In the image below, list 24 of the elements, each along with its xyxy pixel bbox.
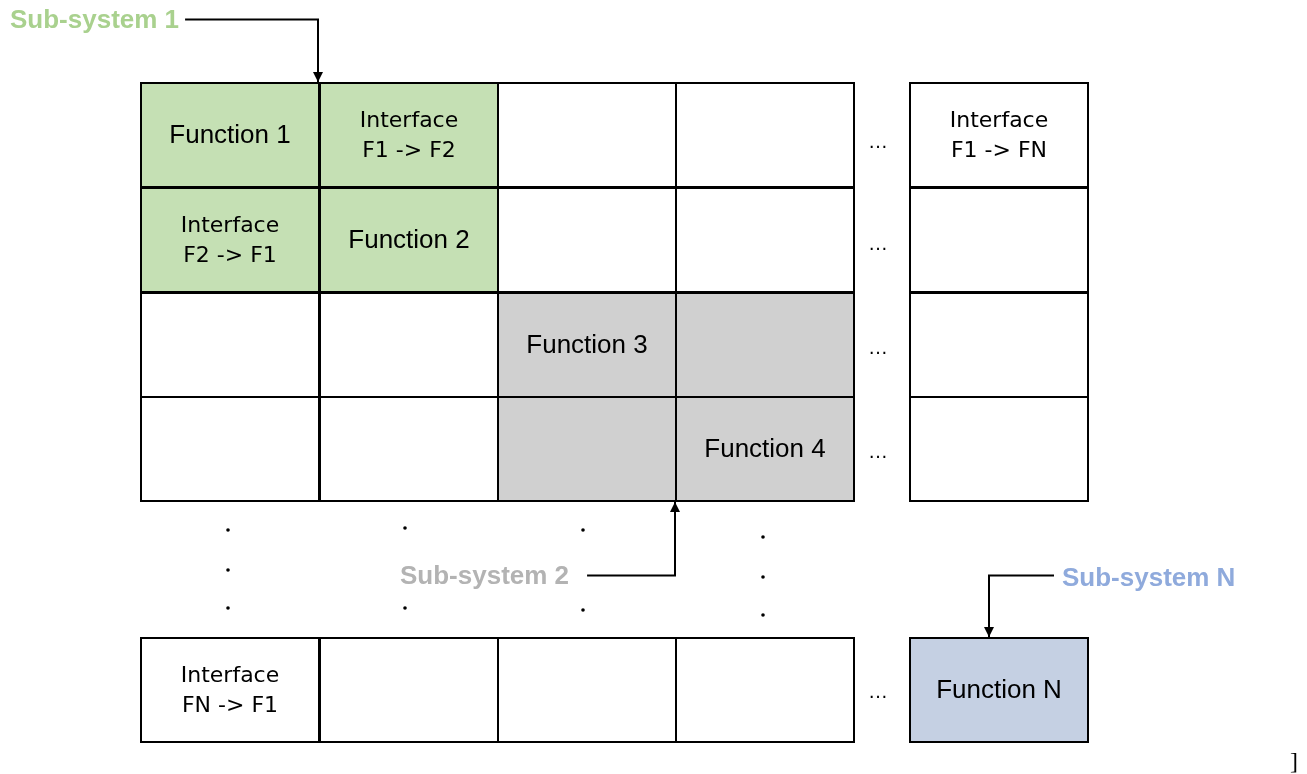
subsystem-label: Sub-system 1	[10, 4, 180, 35]
function-cell: Function N	[909, 637, 1089, 743]
function-cell: Function 4	[675, 396, 855, 502]
empty-cell	[909, 292, 1089, 398]
subsystem-label: Sub-system N	[1062, 562, 1236, 593]
ellipsis: …	[868, 680, 888, 703]
interface-cell: Interface FN -> F1	[140, 637, 320, 743]
bracket-mark: ]	[1290, 748, 1298, 774]
function-cell: Function 2	[319, 187, 499, 293]
ellipsis: …	[868, 440, 888, 463]
empty-cell	[909, 396, 1089, 502]
interface-cell: Interface F1 -> F2	[319, 82, 499, 188]
arrow	[984, 574, 1055, 638]
arrow	[586, 501, 680, 577]
ellipsis: …	[868, 336, 888, 359]
function-cell: Function 3	[497, 292, 677, 398]
function-cell: Function 1	[140, 82, 320, 188]
empty-cell	[909, 187, 1089, 293]
subsystem-label: Sub-system 2	[400, 560, 570, 591]
ellipsis: …	[868, 130, 888, 153]
interface-cell: Interface F2 -> F1	[140, 187, 320, 293]
ellipsis: …	[868, 232, 888, 255]
arrow	[184, 18, 323, 83]
interface-cell: Interface F1 -> FN	[909, 82, 1089, 188]
